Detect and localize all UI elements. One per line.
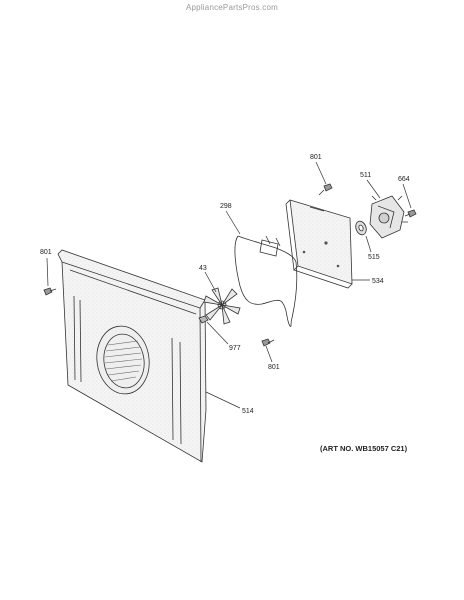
screw-801-bottom — [261, 338, 275, 347]
leader-lines — [46, 161, 412, 409]
screw-801-top — [318, 183, 333, 196]
callout-43: 43 — [199, 265, 207, 272]
callout-977: 977 — [229, 345, 241, 352]
panel-vent-grille — [96, 325, 150, 395]
convection-motor-511 — [369, 195, 408, 239]
screw-801-left — [43, 287, 57, 296]
callout-801-left: 801 — [40, 249, 52, 256]
callout-511: 511 — [360, 172, 371, 179]
gasket-515 — [355, 220, 367, 236]
heating-element-298 — [234, 235, 298, 327]
callout-514: 514 — [242, 408, 254, 415]
callout-534: 534 — [372, 278, 384, 285]
callout-515: 515 — [368, 254, 380, 261]
callout-801-top: 801 — [310, 154, 322, 161]
callout-664: 664 — [398, 176, 410, 183]
fan-blade-43 — [203, 287, 241, 325]
callout-298: 298 — [220, 203, 232, 210]
screw-664 — [404, 209, 417, 218]
fan-housing-534 — [285, 199, 353, 289]
rear-panel-514 — [57, 249, 207, 463]
nut-977 — [198, 315, 209, 324]
art-number-label: (ART NO. WB15057 C21) — [320, 444, 408, 453]
callout-801-bottom: 801 — [268, 364, 280, 371]
watermark: AppliancePartsPros.com — [186, 3, 278, 12]
